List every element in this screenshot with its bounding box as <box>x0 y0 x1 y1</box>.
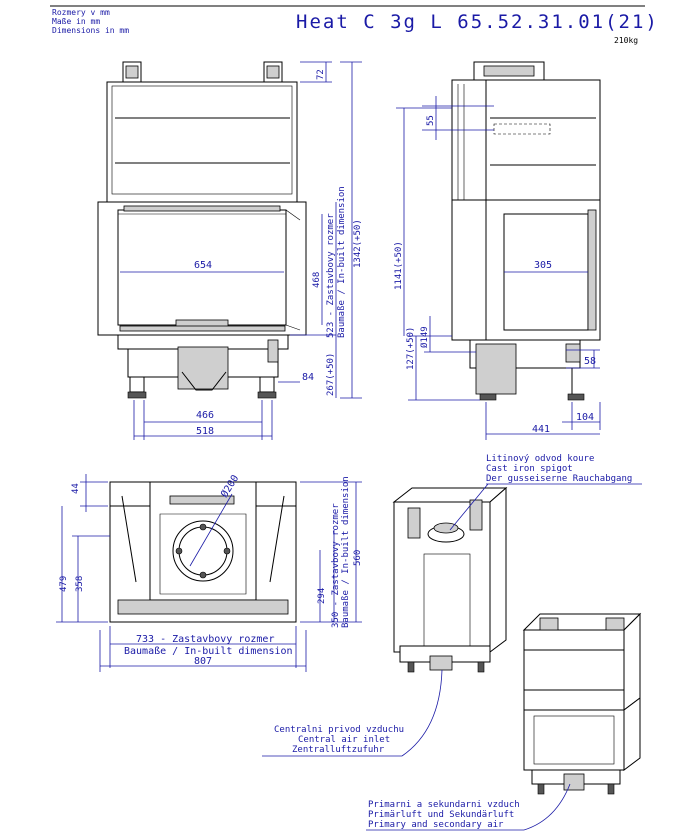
dim-side-104: 104 <box>576 412 594 423</box>
callout-spigot-de: Der gusseiserne Rauchabgang <box>486 474 632 484</box>
dim-side-149: Ø149 <box>419 326 430 348</box>
callout-spigot-cz: Litinový odvod koure <box>486 454 594 464</box>
front-dimensions: 72 654 468 523 - Zastavbovy rozmer Bauma… <box>120 61 363 440</box>
front-view <box>97 61 307 399</box>
callout-primary-de: Primärluft und Sekundärluft <box>368 810 514 820</box>
side-dimensions: 55 1141(+50) 305 Ø149 127(+50) 58 104 44… <box>394 96 601 440</box>
dim-top-733: 733 - Zastavbovy rozmer <box>136 634 274 645</box>
front-upper-casing <box>106 81 298 203</box>
model-title: Heat C 3g L 65.52.31.01(21) <box>296 11 659 33</box>
dim-front-466: 466 <box>196 410 214 421</box>
dim-front-84: 84 <box>302 372 314 383</box>
units-label-en: Dimensions in mm <box>52 26 129 35</box>
side-upper-casing <box>451 79 601 201</box>
dim-top-479: 479 <box>59 576 69 592</box>
dim-top-807: 807 <box>194 656 212 667</box>
dim-front-523-en: Baumaße / In-built dimension <box>337 186 347 338</box>
side-view <box>451 61 601 401</box>
front-leg-left <box>129 376 145 393</box>
dim-front-267: 267(+50) <box>326 353 336 396</box>
callout-air-cz: Centralni privod vzduchu <box>274 725 404 735</box>
callout-air-en: Central air inlet <box>298 735 390 745</box>
callout-air-de: Zentralluftzufuhr <box>292 745 385 755</box>
callouts: Litinový odvod koure Cast iron spigot De… <box>262 454 642 831</box>
dim-top-560: 560 <box>353 550 363 566</box>
front-leg-right <box>259 376 275 393</box>
side-air-duct <box>475 343 517 395</box>
dim-side-305: 305 <box>534 260 552 271</box>
dim-top-44: 44 <box>71 483 81 494</box>
top-dimensions: 44 Ø200 479 358 294 350 - Zastavbovy roz… <box>56 473 363 672</box>
callout-primary-cz: Primarni a sekundarni vzduch <box>368 800 520 810</box>
dim-front-top: 72 <box>316 69 326 80</box>
callout-spigot-en: Cast iron spigot <box>486 464 573 474</box>
dim-side-1141: 1141(+50) <box>394 241 404 290</box>
dim-side-58: 58 <box>584 356 596 367</box>
dim-top-294: 294 <box>317 588 327 604</box>
dim-top-350-en: Baumaße / In-built dimension <box>341 476 351 628</box>
iso-view-lower <box>522 612 642 795</box>
dim-side-55: 55 <box>426 115 436 126</box>
dim-side-127: 127(+50) <box>406 327 416 370</box>
iso-view-upper <box>392 486 508 673</box>
dim-top-358: 358 <box>75 576 85 592</box>
front-air-inlet <box>177 346 229 390</box>
dim-side-441: 441 <box>532 424 550 435</box>
dim-front-523-cz: 523 - Zastavbovy rozmer <box>326 213 336 338</box>
dim-top-350-cz: 350 - Zastavbovy rozmer <box>331 503 341 628</box>
dim-top-733-en: Baumaße / In-built dimension <box>124 646 293 657</box>
dim-front-468: 468 <box>312 272 322 288</box>
dim-front-1342: 1342(+50) <box>353 219 363 268</box>
units-label-de: Maße in mm <box>52 17 100 26</box>
callout-primary-en: Primary and secondary air <box>368 820 504 830</box>
top-view <box>109 481 297 623</box>
dim-front-654: 654 <box>194 260 212 271</box>
weight-label: 210kg <box>614 36 638 45</box>
units-label-cz: Rozmery v mm <box>52 8 110 17</box>
dim-front-518: 518 <box>196 426 214 437</box>
top-flue-inner <box>178 526 228 576</box>
front-glass <box>117 209 287 326</box>
iso-primary-air-inlet <box>563 773 585 791</box>
